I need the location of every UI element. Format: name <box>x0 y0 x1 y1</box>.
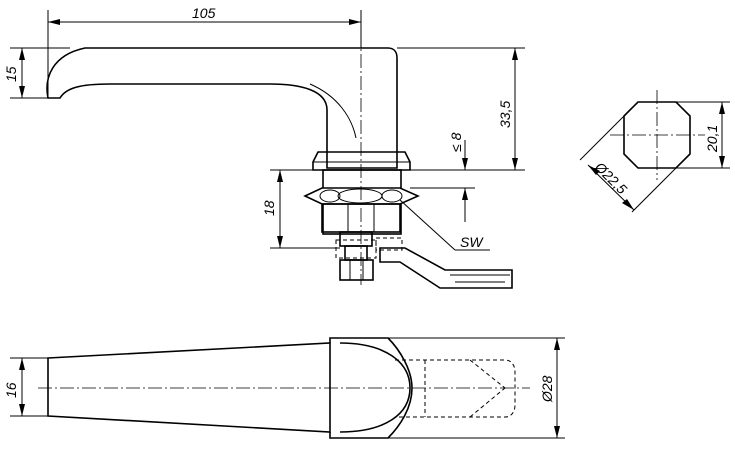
top-view <box>38 337 530 439</box>
dim-label-105: 105 <box>192 5 216 21</box>
dim-boss-diameter: Ø28 <box>388 337 565 439</box>
dim-grip-height: 15 <box>3 47 70 99</box>
front-view-handle <box>46 47 411 171</box>
dim-wrench-size: SW <box>399 199 490 251</box>
dim-label-18: 18 <box>261 200 277 216</box>
end-view-square <box>610 90 705 180</box>
dim-top-grip-height: 16 <box>3 357 48 417</box>
dim-label-33-5: 33,5 <box>497 101 513 128</box>
dim-square-diameter: Ø22,5 <box>579 115 677 213</box>
dim-square-width: 20,1 <box>676 101 730 169</box>
dim-label-16: 16 <box>3 382 19 398</box>
dim-height-to-nut: 33,5 <box>397 47 525 171</box>
dim-handle-length: 105 <box>47 5 362 98</box>
dim-label-15: 15 <box>3 66 19 82</box>
dim-label-clamp: ≤ 8 <box>448 132 464 152</box>
dim-label-20-1: 20,1 <box>704 125 720 153</box>
dim-thread-length: 18 <box>261 169 340 249</box>
dim-label-28: Ø28 <box>539 375 555 403</box>
front-view-mounting <box>303 169 513 289</box>
dim-clamp-range: ≤ 8 <box>410 132 475 222</box>
dim-label-sw: SW <box>460 234 484 250</box>
dim-label-22-5: Ø22,5 <box>591 158 630 197</box>
